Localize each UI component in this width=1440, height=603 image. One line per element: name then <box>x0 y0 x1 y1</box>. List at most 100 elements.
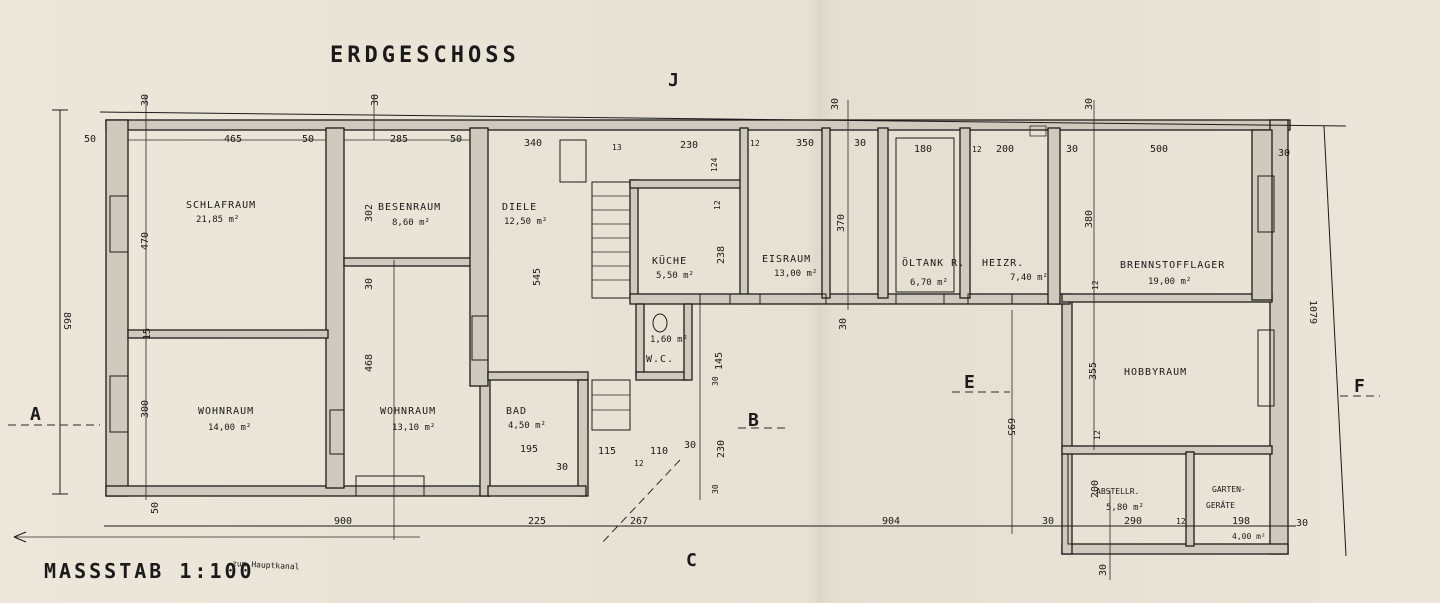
svg-text:HOBBYRAUM: HOBBYRAUM <box>1124 367 1187 378</box>
garden-tools-outline <box>1193 453 1271 545</box>
svg-text:300: 300 <box>140 400 151 418</box>
svg-text:370: 370 <box>836 214 847 232</box>
room-eisraum: EISRAUM 13,00 m² <box>762 254 817 279</box>
svg-text:355: 355 <box>1088 362 1099 380</box>
svg-text:468: 468 <box>364 354 375 372</box>
svg-text:30: 30 <box>684 440 696 451</box>
section-lines <box>8 391 1380 546</box>
svg-text:230: 230 <box>680 140 698 151</box>
svg-text:198: 198 <box>1232 516 1250 527</box>
svg-text:145: 145 <box>714 352 725 370</box>
svg-text:4,50 m²: 4,50 m² <box>508 421 546 431</box>
axis-marker-top: J <box>668 70 679 91</box>
svg-text:ÖLTANK R.: ÖLTANK R. <box>902 256 965 269</box>
svg-text:12: 12 <box>972 145 982 154</box>
svg-text:E: E <box>964 372 975 393</box>
dimension-lines <box>52 96 1347 580</box>
room-bad: BAD 4,50 m² <box>506 406 546 431</box>
svg-text:C: C <box>686 550 697 571</box>
svg-text:30: 30 <box>1066 144 1078 155</box>
svg-text:470: 470 <box>140 232 151 250</box>
svg-text:200: 200 <box>1090 480 1101 498</box>
svg-text:290: 290 <box>1124 516 1142 527</box>
svg-text:124: 124 <box>710 157 719 172</box>
svg-text:5,50 m²: 5,50 m² <box>656 271 694 281</box>
svg-text:12,50 m²: 12,50 m² <box>504 217 547 227</box>
svg-text:KÜCHE: KÜCHE <box>652 254 687 267</box>
svg-text:12: 12 <box>1093 430 1102 440</box>
svg-text:12: 12 <box>713 200 722 210</box>
svg-text:380: 380 <box>1084 210 1095 228</box>
dimension-labels-top: 50 465 50 285 50 340 13 230 12 350 30 18… <box>84 134 1290 159</box>
svg-text:F: F <box>1354 376 1365 397</box>
svg-text:115: 115 <box>598 446 616 457</box>
svg-text:13,00 m²: 13,00 m² <box>774 269 817 279</box>
room-brennstofflager: BRENNSTOFFLAGER 19,00 m² <box>1120 260 1224 287</box>
svg-text:5,80 m²: 5,80 m² <box>1106 503 1144 513</box>
scale-label: MASSSTAB 1:100 <box>44 559 255 583</box>
svg-text:285: 285 <box>390 134 408 145</box>
svg-text:904: 904 <box>882 516 900 527</box>
svg-text:50: 50 <box>150 502 161 514</box>
svg-text:6,70 m²: 6,70 m² <box>910 278 948 288</box>
storage-outline <box>1067 453 1187 545</box>
svg-text:DIELE: DIELE <box>502 202 537 213</box>
svg-text:30: 30 <box>1278 148 1290 159</box>
windows <box>109 175 1275 497</box>
svg-text:195: 195 <box>520 444 538 455</box>
svg-text:238: 238 <box>716 246 727 264</box>
svg-text:GERÄTE: GERÄTE <box>1206 500 1235 510</box>
svg-text:BESENRAUM: BESENRAUM <box>378 202 441 213</box>
svg-text:HEIZR.: HEIZR. <box>982 258 1024 269</box>
svg-text:30: 30 <box>711 484 720 494</box>
oil-tank-outline <box>895 137 955 293</box>
svg-text:30: 30 <box>711 376 720 386</box>
svg-text:8,60 m²: 8,60 m² <box>392 218 430 228</box>
svg-text:695: 695 <box>1005 418 1016 436</box>
svg-text:GARTEN-: GARTEN- <box>1212 485 1246 494</box>
svg-text:30: 30 <box>1084 98 1095 110</box>
svg-text:21,85 m²: 21,85 m² <box>196 215 239 225</box>
svg-text:30: 30 <box>370 94 381 106</box>
svg-text:865: 865 <box>61 312 72 330</box>
room-abstellraum: ABSTELLR. 5,80 m² <box>1096 487 1144 513</box>
svg-text:7,40 m²: 7,40 m² <box>1010 273 1048 283</box>
svg-text:12: 12 <box>1091 280 1100 290</box>
svg-text:30: 30 <box>364 278 375 290</box>
room-oeltank: ÖLTANK R. 6,70 m² <box>902 256 965 288</box>
svg-text:WOHNRAUM: WOHNRAUM <box>198 406 254 417</box>
svg-text:30: 30 <box>854 138 866 149</box>
room-besenraum: BESENRAUM 8,60 m² <box>378 202 441 228</box>
canal-note: zum Hauptkanal <box>232 559 300 572</box>
svg-text:302: 302 <box>364 204 375 222</box>
staircase <box>559 139 631 431</box>
svg-text:30: 30 <box>140 94 151 106</box>
svg-text:SCHLAFRAUM: SCHLAFRAUM <box>186 200 256 211</box>
svg-text:50: 50 <box>84 134 96 145</box>
section-markers: A B C E F <box>30 372 1365 571</box>
svg-text:19,00 m²: 19,00 m² <box>1148 277 1191 287</box>
room-diele: DIELE 12,50 m² <box>502 202 547 227</box>
room-gartengeraete: GARTEN- GERÄTE 4,00 m² <box>1206 485 1266 541</box>
svg-text:30: 30 <box>838 318 849 330</box>
room-hobbyraum: HOBBYRAUM <box>1124 367 1187 378</box>
dimension-labels-bottom: 50 900 225 267 904 30 30 290 12 198 195 … <box>150 440 1308 529</box>
svg-text:180: 180 <box>914 144 932 155</box>
svg-text:13,10 m²: 13,10 m² <box>392 423 435 433</box>
svg-text:1,60 m²: 1,60 m² <box>650 335 688 345</box>
svg-text:340: 340 <box>524 138 542 149</box>
svg-text:12: 12 <box>1176 517 1186 526</box>
interior-walls <box>127 127 1273 547</box>
room-kueche: KÜCHE 5,50 m² <box>652 254 694 281</box>
svg-text:12: 12 <box>750 139 760 148</box>
svg-text:EISRAUM: EISRAUM <box>762 254 811 265</box>
svg-text:4,00 m²: 4,00 m² <box>1232 532 1266 541</box>
svg-text:30: 30 <box>556 462 568 473</box>
svg-text:W.C.: W.C. <box>646 354 674 365</box>
svg-text:30: 30 <box>1296 518 1308 529</box>
svg-text:WOHNRAUM: WOHNRAUM <box>380 406 436 417</box>
svg-text:BAD: BAD <box>506 406 527 417</box>
svg-text:200: 200 <box>996 144 1014 155</box>
